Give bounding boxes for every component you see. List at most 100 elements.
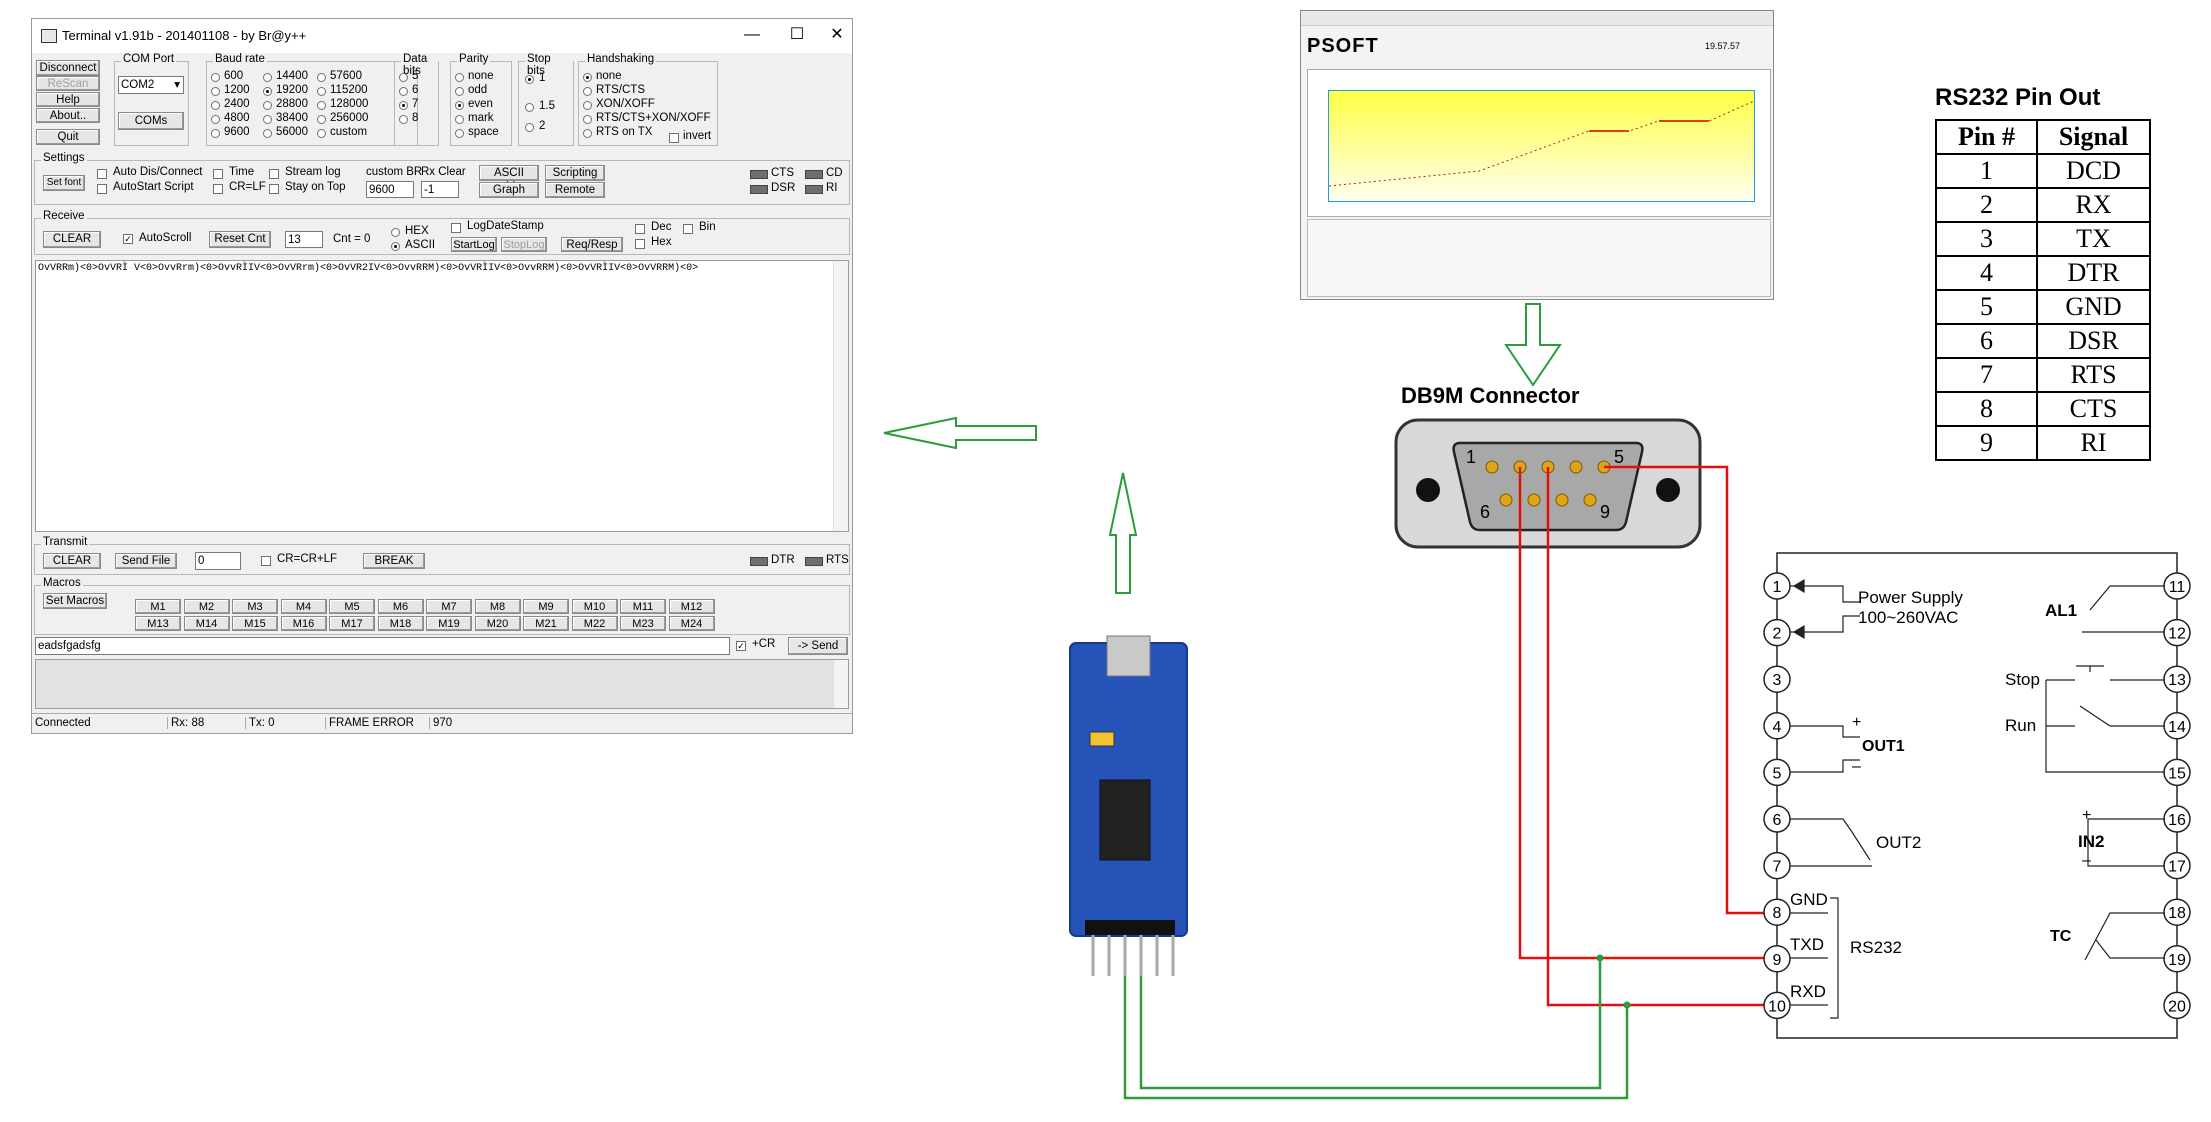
send-button[interactable]: -> Send xyxy=(788,637,848,655)
cr-lf-checkbox[interactable] xyxy=(213,184,223,194)
hex-checkbox[interactable] xyxy=(635,239,645,249)
dec-checkbox[interactable] xyxy=(635,224,645,234)
transmit-scrollbar[interactable] xyxy=(833,660,848,708)
handshake-radio-3[interactable] xyxy=(583,115,592,124)
stay-on-top-checkbox[interactable] xyxy=(269,184,279,194)
stopbits-radio-2[interactable] xyxy=(525,123,534,132)
handshake-radio-0[interactable] xyxy=(583,73,592,82)
about-button[interactable]: About.. xyxy=(36,108,100,123)
baud-radio-14[interactable] xyxy=(317,129,326,138)
receive-textarea[interactable]: OvVRRm)<0>OvVRÌ V<0>OvvRrm)<0>OvvRÌIV<0>… xyxy=(35,260,849,532)
autoscroll-checkbox[interactable]: ✓ xyxy=(123,234,133,244)
macro-button-m16[interactable]: M16 xyxy=(280,616,327,631)
macro-button-m2[interactable]: M2 xyxy=(183,599,230,614)
baud-radio-10[interactable] xyxy=(317,73,326,82)
macro-button-m15[interactable]: M15 xyxy=(232,616,278,631)
rx-clear-input[interactable]: -1 xyxy=(421,181,459,198)
macro-button-m21[interactable]: M21 xyxy=(523,616,569,631)
baud-radio-12[interactable] xyxy=(317,101,326,110)
macro-button-m6[interactable]: M6 xyxy=(377,599,424,614)
baud-radio-0[interactable] xyxy=(211,73,220,82)
minimize-icon[interactable]: — xyxy=(744,26,760,43)
plus-cr-checkbox[interactable]: ✓ xyxy=(736,641,746,651)
stopbits-radio-0[interactable] xyxy=(525,75,534,84)
time-checkbox[interactable] xyxy=(213,169,223,179)
maximize-icon[interactable]: ☐ xyxy=(789,26,805,43)
macro-button-m23[interactable]: M23 xyxy=(620,616,666,631)
parity-radio-3[interactable] xyxy=(455,115,464,124)
autostart-script-checkbox[interactable] xyxy=(97,184,107,194)
req-resp-button[interactable]: Req/Resp xyxy=(561,237,623,252)
close-icon[interactable]: ✕ xyxy=(830,26,844,43)
baud-radio-13[interactable] xyxy=(317,115,326,124)
receive-clear-button[interactable]: CLEAR xyxy=(43,231,101,248)
macro-button-m12[interactable]: M12 xyxy=(668,599,715,614)
custom-br-input[interactable]: 9600 xyxy=(366,181,414,198)
baud-radio-7[interactable] xyxy=(263,101,272,110)
macro-button-m1[interactable]: M1 xyxy=(135,599,181,614)
transmit-spinner[interactable]: 0 xyxy=(195,552,241,570)
transmit-clear-button[interactable]: CLEAR xyxy=(43,553,101,569)
macro-button-m24[interactable]: M24 xyxy=(668,616,715,631)
macro-button-m3[interactable]: M3 xyxy=(232,599,278,614)
set-font-button[interactable]: Set font xyxy=(43,175,85,191)
hex-radio[interactable] xyxy=(391,228,400,237)
graph-button[interactable]: Graph xyxy=(479,182,539,198)
databits-radio-0[interactable] xyxy=(399,73,408,82)
remote-button[interactable]: Remote xyxy=(545,182,605,198)
macro-button-m13[interactable]: M13 xyxy=(135,616,181,631)
handshake-radio-4[interactable] xyxy=(583,129,592,138)
bin-checkbox[interactable] xyxy=(683,224,693,234)
macro-button-m18[interactable]: M18 xyxy=(377,616,424,631)
baud-radio-9[interactable] xyxy=(263,129,272,138)
stream-log-checkbox[interactable] xyxy=(269,169,279,179)
ascii-radio[interactable] xyxy=(391,242,400,251)
databits-radio-2[interactable] xyxy=(399,101,408,110)
stopbits-radio-1[interactable] xyxy=(525,103,534,112)
auto-disconnect-checkbox[interactable] xyxy=(97,169,107,179)
macro-button-m4[interactable]: M4 xyxy=(280,599,327,614)
baud-radio-11[interactable] xyxy=(317,87,326,96)
macro-button-m7[interactable]: M7 xyxy=(426,599,472,614)
transmit-textarea[interactable] xyxy=(35,659,849,709)
baud-radio-4[interactable] xyxy=(211,129,220,138)
databits-radio-3[interactable] xyxy=(399,115,408,124)
disconnect-button[interactable]: Disconnect xyxy=(36,60,100,76)
com-port-select[interactable]: COM2 ▾ xyxy=(118,76,184,94)
cnt-spinner[interactable]: 13 xyxy=(285,231,323,248)
baud-radio-8[interactable] xyxy=(263,115,272,124)
parity-radio-2[interactable] xyxy=(455,101,464,110)
send-input[interactable]: eadsfgadsfg xyxy=(35,637,730,655)
set-macros-button[interactable]: Set Macros xyxy=(43,593,107,609)
macro-button-m14[interactable]: M14 xyxy=(183,616,230,631)
macro-button-m5[interactable]: M5 xyxy=(329,599,375,614)
macro-button-m20[interactable]: M20 xyxy=(474,616,521,631)
cr-crlf-checkbox[interactable] xyxy=(261,556,271,566)
databits-radio-1[interactable] xyxy=(399,87,408,96)
log-datestamp-checkbox[interactable] xyxy=(451,223,461,233)
startlog-button[interactable]: StartLog xyxy=(451,237,497,252)
receive-scrollbar[interactable] xyxy=(833,261,848,531)
invert-checkbox[interactable] xyxy=(669,133,679,143)
macro-button-m17[interactable]: M17 xyxy=(329,616,375,631)
parity-radio-1[interactable] xyxy=(455,87,464,96)
rescan-button[interactable]: ReScan xyxy=(36,76,100,91)
break-button[interactable]: BREAK xyxy=(363,553,425,569)
macro-button-m8[interactable]: M8 xyxy=(474,599,521,614)
macro-button-m22[interactable]: M22 xyxy=(571,616,618,631)
macro-button-m9[interactable]: M9 xyxy=(523,599,569,614)
help-button[interactable]: Help xyxy=(36,92,100,107)
macro-button-m11[interactable]: M11 xyxy=(620,599,666,614)
reset-cnt-button[interactable]: Reset Cnt xyxy=(209,231,271,248)
coms-button[interactable]: COMs xyxy=(118,112,184,130)
macro-button-m10[interactable]: M10 xyxy=(571,599,618,614)
handshake-radio-2[interactable] xyxy=(583,101,592,110)
macro-button-m19[interactable]: M19 xyxy=(426,616,472,631)
handshake-radio-1[interactable] xyxy=(583,87,592,96)
baud-radio-2[interactable] xyxy=(211,101,220,110)
baud-radio-3[interactable] xyxy=(211,115,220,124)
baud-radio-6[interactable] xyxy=(263,87,272,96)
parity-radio-4[interactable] xyxy=(455,129,464,138)
stoplog-button[interactable]: StopLog xyxy=(501,237,547,252)
parity-radio-0[interactable] xyxy=(455,73,464,82)
